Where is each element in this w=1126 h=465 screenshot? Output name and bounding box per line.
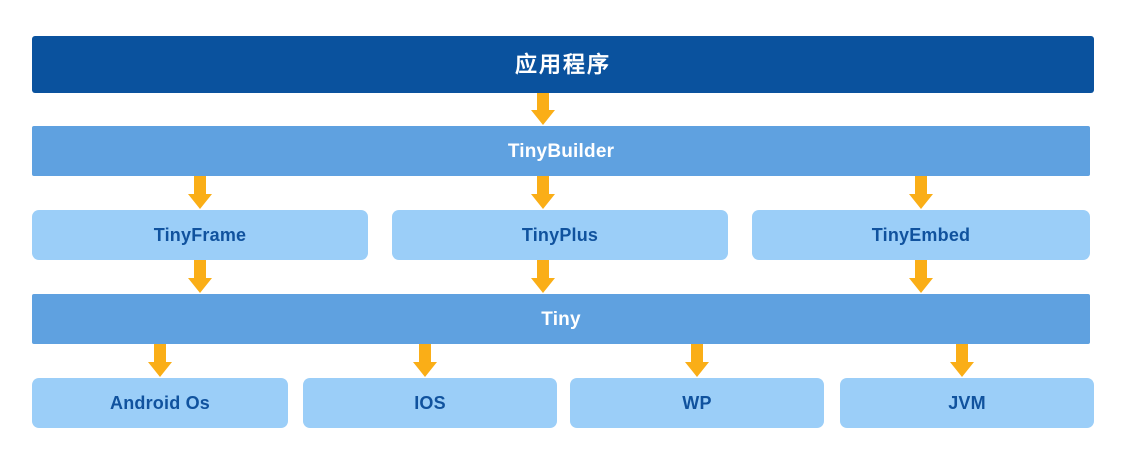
module-box-tinyembed-label: TinyEmbed — [871, 225, 971, 245]
platform-box-wp[interactable]: WP — [570, 378, 824, 428]
platform-box-wp-label: WP — [682, 393, 712, 413]
platform-box-android-os[interactable]: Android Os — [32, 378, 288, 428]
arrow-down-icon-tinyplus-to-tiny — [530, 260, 556, 294]
layer-application[interactable]: 应用程序 — [32, 36, 1094, 93]
layer-tiny-core-label: Tiny — [541, 308, 581, 330]
layer-application-label: 应用程序 — [514, 51, 611, 77]
arrow-down-icon-tiny-to-jvm — [949, 344, 975, 378]
module-box-tinyplus-label: TinyPlus — [521, 225, 599, 245]
arrow-down-icon-tinyframe-to-tiny — [187, 260, 213, 294]
platform-box-ios[interactable]: IOS — [303, 378, 557, 428]
platform-box-ios-label: IOS — [414, 393, 446, 413]
layer-tiny-core[interactable]: Tiny — [32, 294, 1090, 344]
arrow-down-icon-tiny-to-android — [147, 344, 173, 378]
arrow-down-icon-builder-to-tinyplus — [530, 176, 556, 210]
layer-tinybuilder-label: TinyBuilder — [507, 140, 615, 162]
layer-tinybuilder[interactable]: TinyBuilder — [32, 126, 1090, 176]
arrow-down-icon-app-to-builder — [530, 93, 556, 126]
platform-box-jvm[interactable]: JVM — [840, 378, 1094, 428]
module-box-tinyplus[interactable]: TinyPlus — [392, 210, 728, 260]
arrow-down-icon-builder-to-tinyembed — [908, 176, 934, 210]
arrow-down-icon-builder-to-tinyframe — [187, 176, 213, 210]
arrow-down-icon-tiny-to-ios — [412, 344, 438, 378]
arrow-down-icon-tinyembed-to-tiny — [908, 260, 934, 294]
arrow-down-icon-tiny-to-wp — [684, 344, 710, 378]
module-box-tinyframe[interactable]: TinyFrame — [32, 210, 368, 260]
platform-box-jvm-label: JVM — [948, 393, 986, 413]
platform-box-android-os-label: Android Os — [110, 393, 210, 413]
module-box-tinyembed[interactable]: TinyEmbed — [752, 210, 1090, 260]
module-box-tinyframe-label: TinyFrame — [153, 225, 247, 245]
